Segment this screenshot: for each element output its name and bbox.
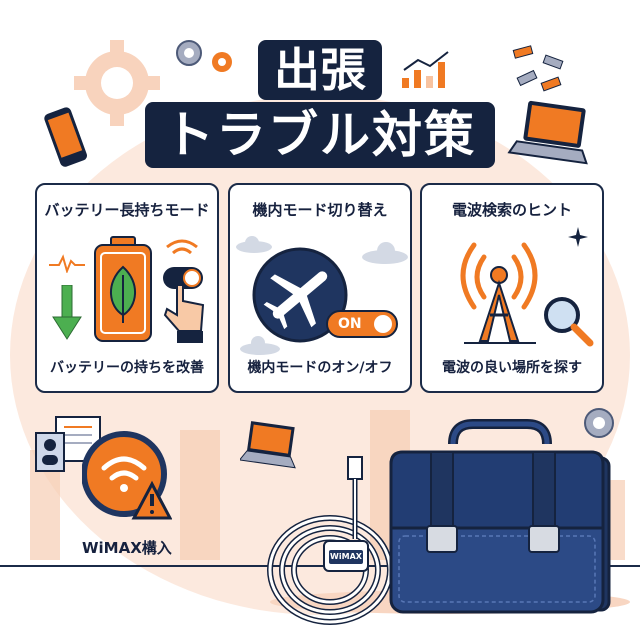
cloud-icon <box>362 242 408 264</box>
toggle-knob <box>374 315 392 333</box>
chart-growth-icon <box>402 51 449 88</box>
magnifier-icon <box>544 297 594 347</box>
down-arrow-icon <box>52 285 82 340</box>
gear-icon <box>212 52 232 72</box>
floor-line <box>0 565 640 567</box>
card-title: バッテリー長持ちモード <box>44 201 210 219</box>
card-title: 電波検索のヒント <box>451 201 572 219</box>
smartphone-icon <box>44 107 87 167</box>
card-airplane-mode: 機内モード切り替え ON 機内モードのオン/オフ <box>228 183 412 393</box>
toggle-label: ON <box>338 316 362 332</box>
toggle-on-icon[interactable]: ON <box>326 310 398 338</box>
cloud-icon <box>240 336 280 355</box>
title-line-1: 出張 <box>258 40 382 100</box>
battery-leaf-icon <box>94 236 152 342</box>
title-line-2: トラブル対策 <box>145 102 495 168</box>
card-signal-hint: 電波検索のヒント 電波の良い場所を探す <box>420 183 604 393</box>
cloud-icon <box>236 236 272 253</box>
wifi-warning-icon <box>82 431 172 520</box>
sparkle-icon <box>568 227 588 247</box>
card-title: 機内モード切り替え <box>252 201 388 219</box>
gear-icon <box>584 408 614 438</box>
briefcase-icon <box>389 419 611 614</box>
radio-tower-icon <box>460 242 538 344</box>
wimax-router: WiMAX <box>323 540 369 572</box>
wifi-icon <box>166 239 198 255</box>
laptop-icon <box>240 421 296 469</box>
router-label: WiMAX <box>329 550 363 564</box>
card-caption: 機内モードのオン/オフ <box>247 360 393 376</box>
gear-icon <box>176 40 202 66</box>
card-battery-mode: バッテリー長持ちモード バッテリーの持ちを改善 <box>35 183 219 393</box>
airplane-icon <box>252 247 348 343</box>
card-caption: バッテリーの持ちを改善 <box>50 360 204 376</box>
city-skyline <box>180 430 220 560</box>
gear-icon <box>74 40 160 126</box>
heartbeat-icon <box>49 254 85 273</box>
wimax-purchase-label: WiMAX構入 <box>82 539 172 557</box>
laptop-icon <box>507 100 588 165</box>
card-caption: 電波の良い場所を探す <box>442 360 582 376</box>
mail-cards-icon <box>512 45 564 92</box>
toggle-hand-icon <box>163 267 205 343</box>
